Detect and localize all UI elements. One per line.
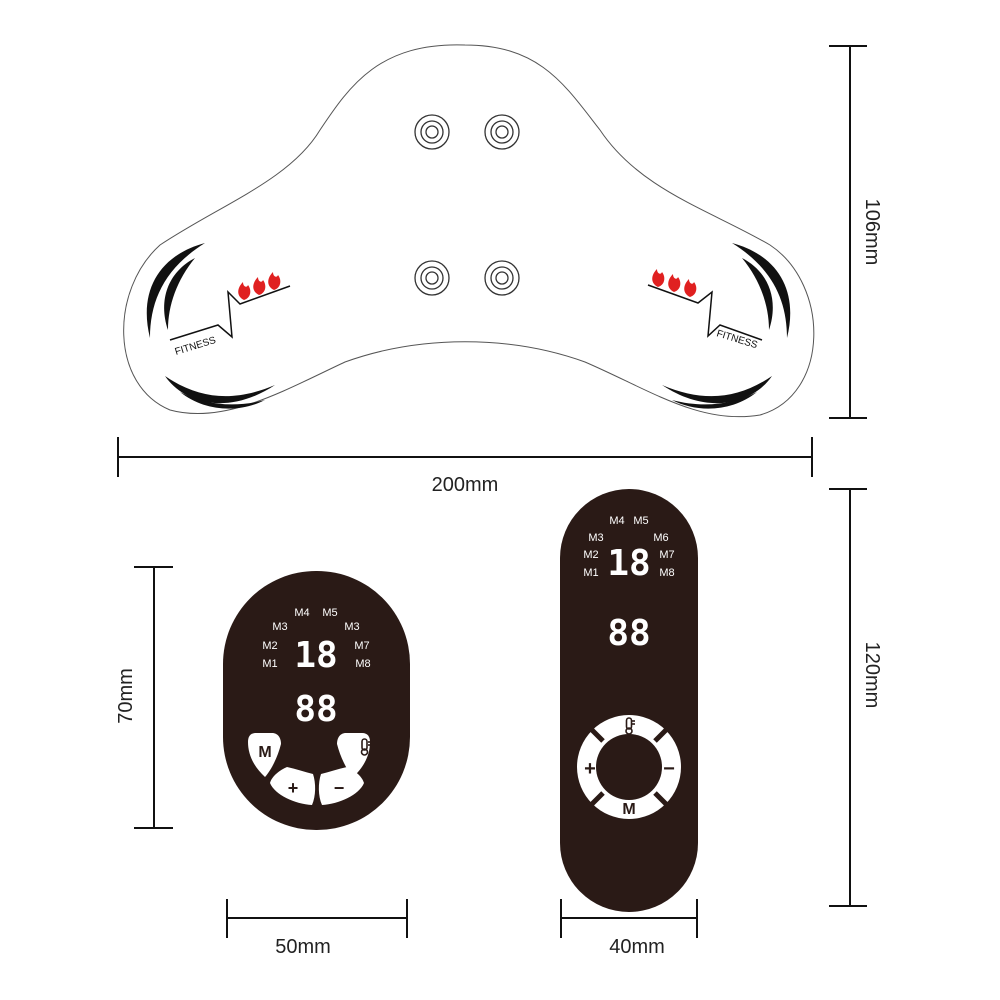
mode-digits-display: 18 (607, 543, 650, 584)
swoosh-decoration-right (662, 243, 791, 409)
intensity-digits-display: 88 (607, 613, 650, 654)
mode-label: M5 (322, 607, 337, 619)
plus-button[interactable]: + (270, 767, 316, 805)
mode-label: M7 (659, 549, 674, 561)
electrode-snap-bottom-right (484, 260, 520, 296)
thermometer-icon (625, 717, 635, 735)
dimension-small-remote-width (226, 899, 408, 938)
label-small-remote-height: 70mm (115, 668, 137, 724)
dimension-tall-remote-width (560, 899, 698, 938)
mode-label: M5 (633, 515, 648, 527)
small-remote: M4 M5 M3 M3 M2 M7 M1 M8 18 88 M + − (223, 571, 410, 830)
label-small-remote-width: 50mm (275, 936, 331, 958)
heat-button[interactable] (337, 733, 371, 777)
label-pad-width: 200mm (432, 474, 499, 496)
intensity-digits-display: 88 (294, 689, 337, 730)
mode-label: M3 (272, 621, 287, 633)
plus-button-label: + (288, 778, 299, 798)
pad-outline (123, 44, 815, 418)
pulse-line-right (647, 284, 763, 341)
mode-label: M4 (294, 607, 309, 619)
pulse-line-left (169, 285, 291, 341)
swoosh-decoration-left (146, 243, 275, 409)
dimension-pad-width (117, 437, 813, 477)
mode-label: M4 (609, 515, 624, 527)
label-pad-height: 106mm (861, 199, 883, 266)
minus-button-label: − (334, 778, 345, 798)
mode-label: M1 (262, 658, 277, 670)
tall-remote-body (560, 489, 698, 912)
plus-button-label: + (584, 758, 596, 780)
flame-icon (652, 269, 697, 297)
plus-button[interactable]: + (584, 758, 596, 780)
mode-label: M7 (354, 640, 369, 652)
mode-button-label: M (622, 801, 635, 818)
mode-label: M2 (262, 640, 277, 652)
mode-digits-display: 18 (294, 635, 337, 676)
label-tall-remote-height: 120mm (861, 642, 883, 709)
electrode-snap-top-right (484, 114, 520, 150)
thermometer-icon (360, 738, 371, 756)
mode-label: M1 (583, 567, 598, 579)
mode-label: M8 (355, 658, 370, 670)
ems-pad: FITNESS FITNESS (123, 44, 815, 418)
minus-button-label: − (663, 758, 675, 780)
mode-label: M6 (653, 532, 668, 544)
electrode-snap-top-left (414, 114, 450, 150)
mode-label: M3 (344, 621, 359, 633)
mode-button[interactable]: M (248, 733, 281, 777)
control-ring: + − M (577, 715, 681, 819)
dimension-pad-height (829, 45, 867, 419)
mode-button[interactable]: M (622, 801, 635, 818)
dimension-tall-remote-height (829, 488, 867, 907)
dimension-small-remote-height (134, 566, 173, 829)
mode-label: M3 (588, 532, 603, 544)
label-tall-remote-width: 40mm (609, 936, 665, 958)
electrode-snap-bottom-left (414, 260, 450, 296)
minus-button[interactable]: − (663, 758, 675, 780)
flame-icon (238, 272, 281, 300)
tall-remote: M4 M5 M3 M6 M2 M7 M1 M8 18 88 (560, 489, 698, 912)
mode-button-label: M (258, 744, 271, 761)
mode-label: M2 (583, 549, 598, 561)
mode-label: M8 (659, 567, 674, 579)
